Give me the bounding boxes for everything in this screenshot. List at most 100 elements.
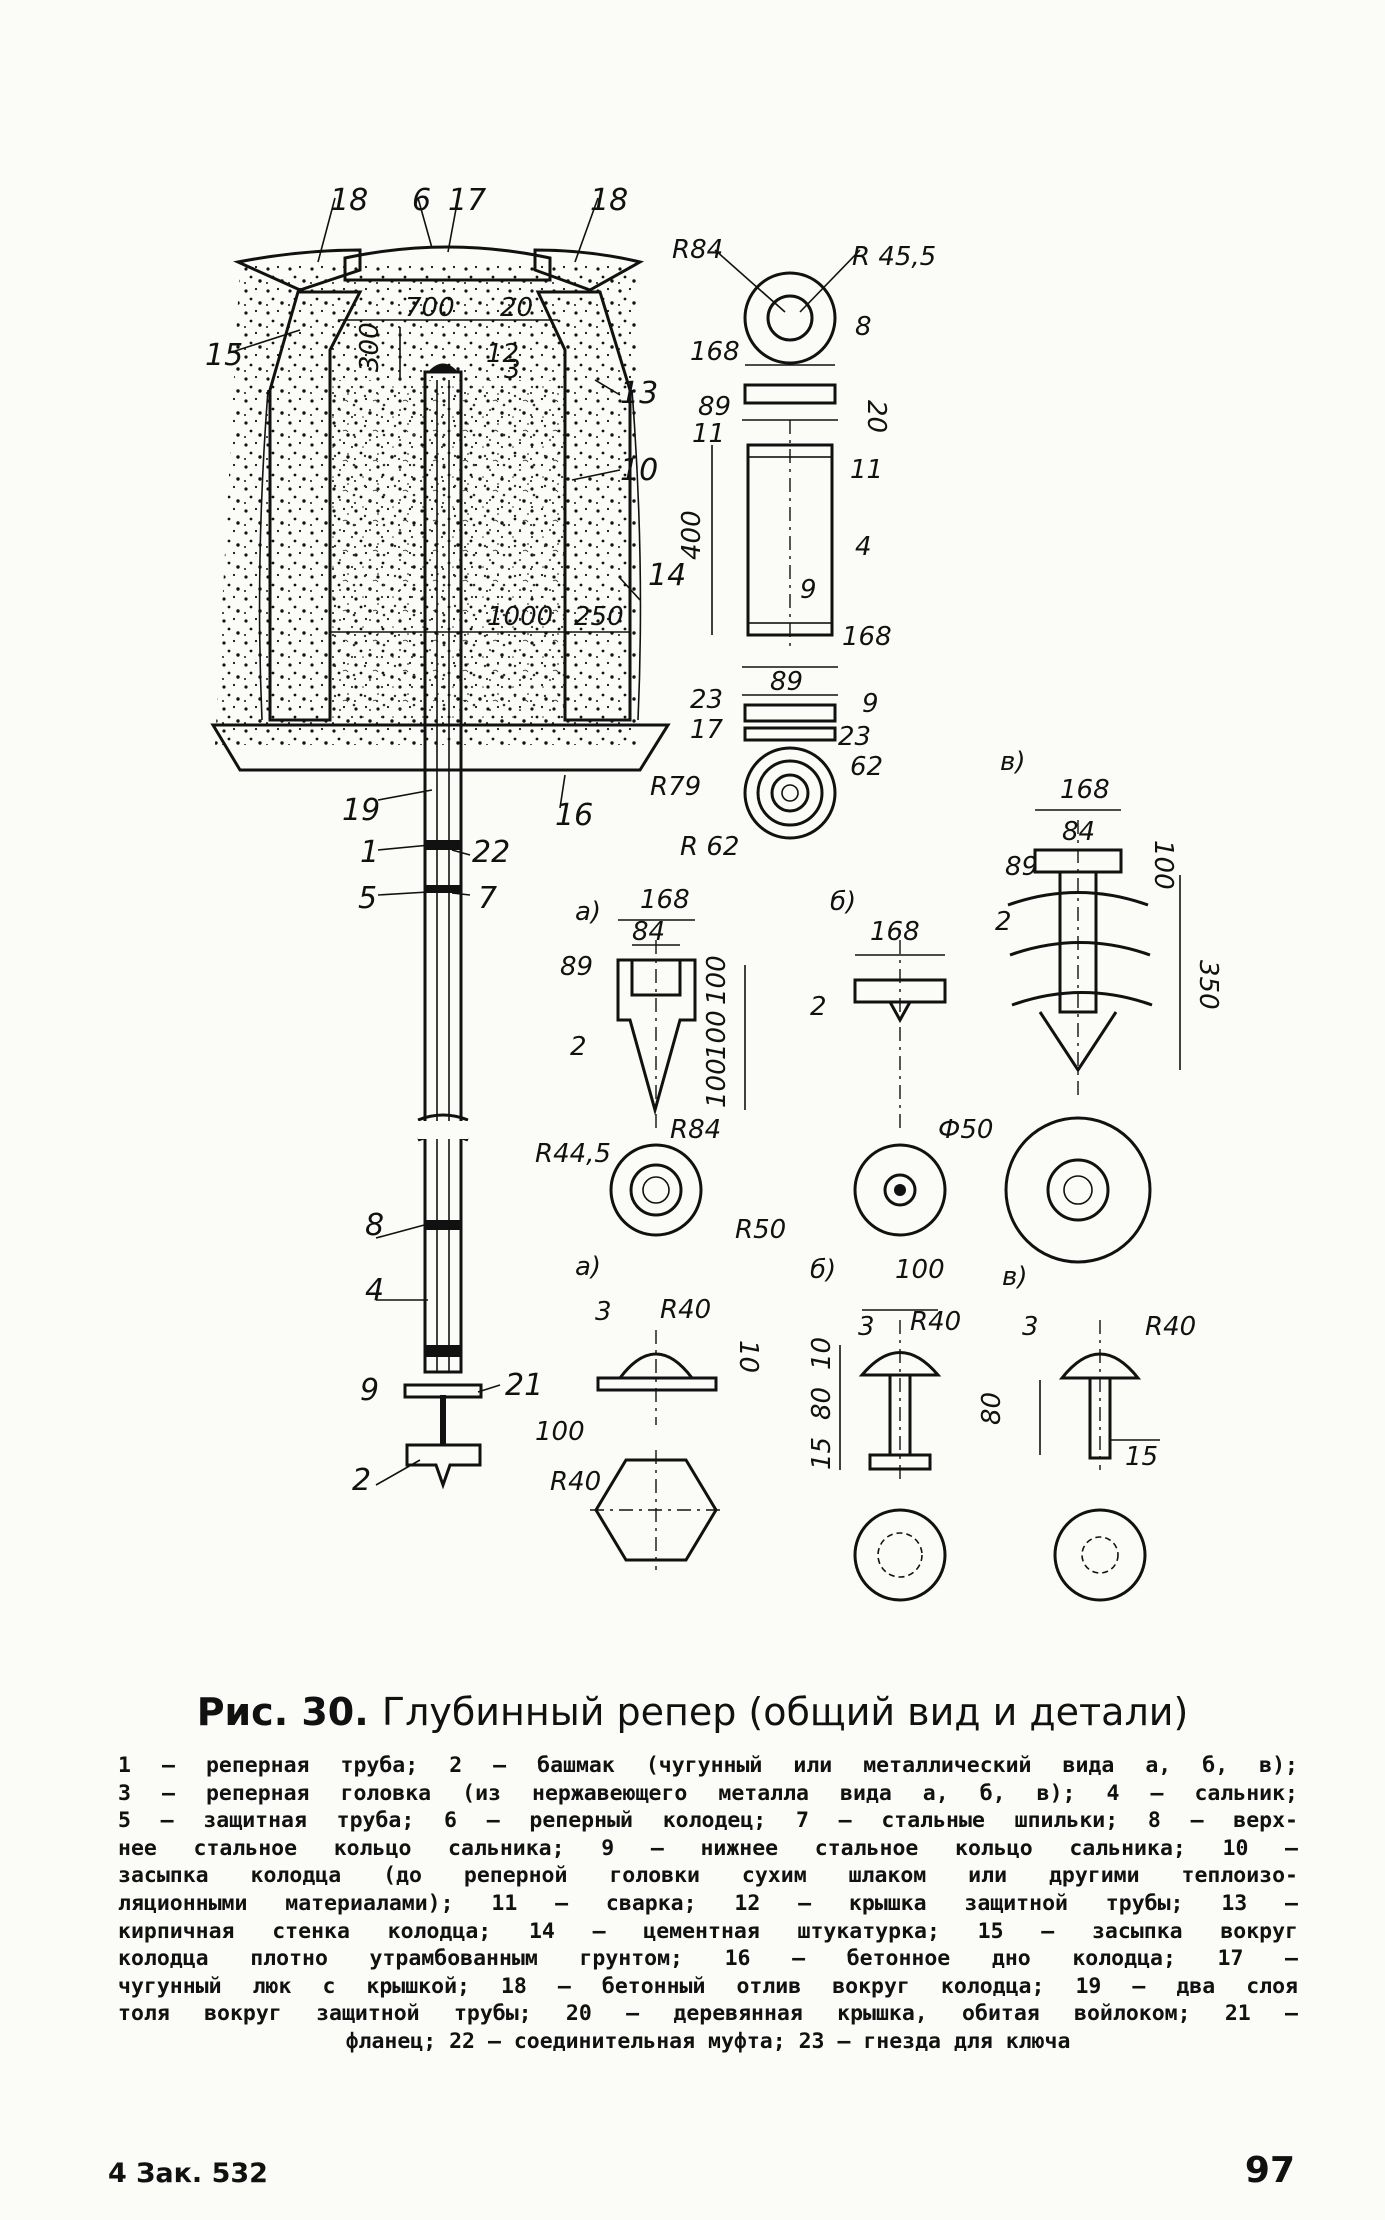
figure-caption-title: Рис. 30. Глубинный репер (общий вид и де… [0, 1690, 1385, 1734]
head-b-100: 100 [895, 1255, 945, 1285]
head-variant-a: а) 3 R40 10 100 R40 [535, 1252, 763, 1570]
shoe-a-r445: R44,5 [535, 1139, 611, 1169]
detail-89a: 89 [698, 392, 731, 422]
callout-18a: 18 [330, 183, 368, 218]
main-view: 18 6 17 18 15 13 10 14 16 19 1 22 5 7 8 … [205, 183, 686, 1498]
detail-r62: R 62 [680, 832, 739, 862]
head-b-15: 15 [807, 1437, 837, 1470]
legend-line: 5 — защитная труба; 6 — реперный колодец… [118, 1808, 1298, 1834]
legend-line: 1 — реперная труба; 2 — башмак (чугунный… [118, 1753, 1298, 1778]
detail-89b: 89 [770, 667, 803, 697]
shoe-a-r50: R50 [735, 1215, 786, 1245]
shoe-a-100a: 100 [702, 955, 732, 1005]
detail-11b: 11 [850, 455, 883, 485]
detail-r455: R 45,5 [852, 242, 936, 272]
callout-21: 21 [505, 1368, 543, 1403]
head-b-80: 80 [807, 1387, 837, 1420]
callout-13: 13 [620, 376, 658, 411]
head-b-3: 3 [858, 1312, 875, 1342]
head-v-80: 80 [977, 1392, 1007, 1425]
legend-line: толя вокруг защитной трубы; 20 — деревян… [118, 2001, 1298, 2027]
detail-20: 20 [861, 400, 891, 433]
head-variant-v: в) 3 R40 80 15 [977, 1262, 1196, 1602]
shoe-variant-b: б) 168 2 Ф50 [810, 887, 993, 1237]
dim-1000: 1000 [487, 602, 553, 632]
dim-20: 20 [500, 293, 533, 323]
shoe-a-100c: 100 [702, 1058, 732, 1108]
page-number: 97 [1244, 2150, 1295, 2191]
figure-title: Глубинный репер (общий вид и детали) [381, 1690, 1189, 1734]
head-a-100: 100 [535, 1417, 585, 1447]
shoe-v-label: в) [1000, 747, 1025, 777]
detail-17: 17 [690, 715, 724, 745]
print-order-mark: 4 Зак. 532 [108, 2158, 268, 2189]
head-variant-b: б) 100 3 R40 10 80 15 [807, 1255, 961, 1602]
callout-6: 6 [412, 183, 431, 218]
head-a-r40b: R40 [550, 1467, 601, 1497]
technical-drawing: 18 6 17 18 15 13 10 14 16 19 1 22 5 7 8 … [205, 183, 1223, 1602]
detail-168b: 168 [842, 622, 892, 652]
callout-9: 9 [360, 1373, 379, 1408]
callout-16: 16 [555, 798, 593, 833]
figure-legend: 1 — реперная труба; 2 — башмак (чугунный… [118, 1752, 1298, 2056]
detail-r79: R79 [650, 772, 701, 802]
legend-line: нее стальное кольцо сальника; 9 — нижнее… [118, 1835, 1298, 1861]
shoe-a-r84: R84 [670, 1115, 721, 1145]
head-a-3: 3 [595, 1297, 612, 1327]
detail-4: 4 [855, 532, 872, 562]
detail-23b: 23 [838, 722, 871, 752]
shoe-a-label: а) [575, 897, 601, 927]
shoe-variant-a: а) 168 84 89 100 100 100 2 R84 R44,5 R50 [535, 885, 786, 1245]
shoe-v-89: 89 [1005, 852, 1038, 882]
shoe-a-100b: 100 [702, 1010, 732, 1060]
callout-3: 3 [504, 355, 521, 385]
detail-23a: 23 [690, 685, 723, 715]
callout-18b: 18 [590, 183, 628, 218]
detail-8: 8 [855, 312, 872, 342]
shoe-b-2: 2 [810, 992, 827, 1022]
callout-14: 14 [648, 558, 686, 593]
legend-line: кирпичная стенка колодца; 14 — цементная… [118, 1918, 1298, 1944]
head-a-10: 10 [733, 1340, 763, 1373]
legend-line: ляционными материалами); 11 — сварка; 12… [118, 1890, 1298, 1916]
callout-15: 15 [205, 338, 243, 373]
legend-line: чугунный люк с крышкой; 18 — бетонный от… [118, 1973, 1298, 1999]
shoe-b-f50: Ф50 [938, 1115, 993, 1145]
head-a-r40a: R40 [660, 1295, 711, 1325]
detail-r84: R84 [672, 235, 723, 265]
shoe-v-350: 350 [1193, 960, 1223, 1010]
shoe-b-label: б) [830, 887, 856, 917]
detail-9b: 9 [862, 689, 879, 719]
head-v-3: 3 [1022, 1312, 1039, 1342]
gland-detail: R84 R 45,5 8 168 20 89 11 11 400 4 9 168… [650, 235, 936, 862]
callout-1: 1 [360, 835, 379, 870]
shoe-v-100: 100 [1148, 840, 1178, 890]
legend-line: фланец; 22 — соединительная муфта; 23 — … [345, 2028, 1071, 2054]
head-v-label: в) [1002, 1262, 1027, 1292]
detail-400: 400 [677, 510, 707, 560]
callout-4: 4 [365, 1273, 384, 1308]
figure-number: Рис. 30. [196, 1690, 369, 1734]
callout-22: 22 [472, 835, 510, 870]
detail-168a: 168 [690, 337, 740, 367]
callout-10: 10 [620, 453, 658, 488]
detail-9a: 9 [800, 575, 817, 605]
callout-19: 19 [342, 793, 380, 828]
callout-17: 17 [448, 183, 486, 218]
head-a-label: а) [575, 1252, 601, 1282]
legend-line: колодца плотно утрамбованным грунтом; 16… [118, 1946, 1298, 1972]
detail-62: 62 [850, 752, 883, 782]
head-v-r40: R40 [1145, 1312, 1196, 1342]
callout-7: 7 [478, 881, 497, 916]
shoe-v-84: 84 [1062, 817, 1095, 847]
callout-5: 5 [358, 881, 377, 916]
shoe-a-89: 89 [560, 952, 593, 982]
detail-11a: 11 [692, 419, 725, 449]
shoe-b-168: 168 [870, 917, 920, 947]
callout-12: 12 [486, 339, 519, 369]
shoe-variant-v: в) 168 84 100 89 2 350 [995, 747, 1223, 1264]
shoe-a-84: 84 [632, 917, 665, 947]
shoe-a-168: 168 [640, 885, 690, 915]
dim-250: 250 [574, 602, 624, 632]
